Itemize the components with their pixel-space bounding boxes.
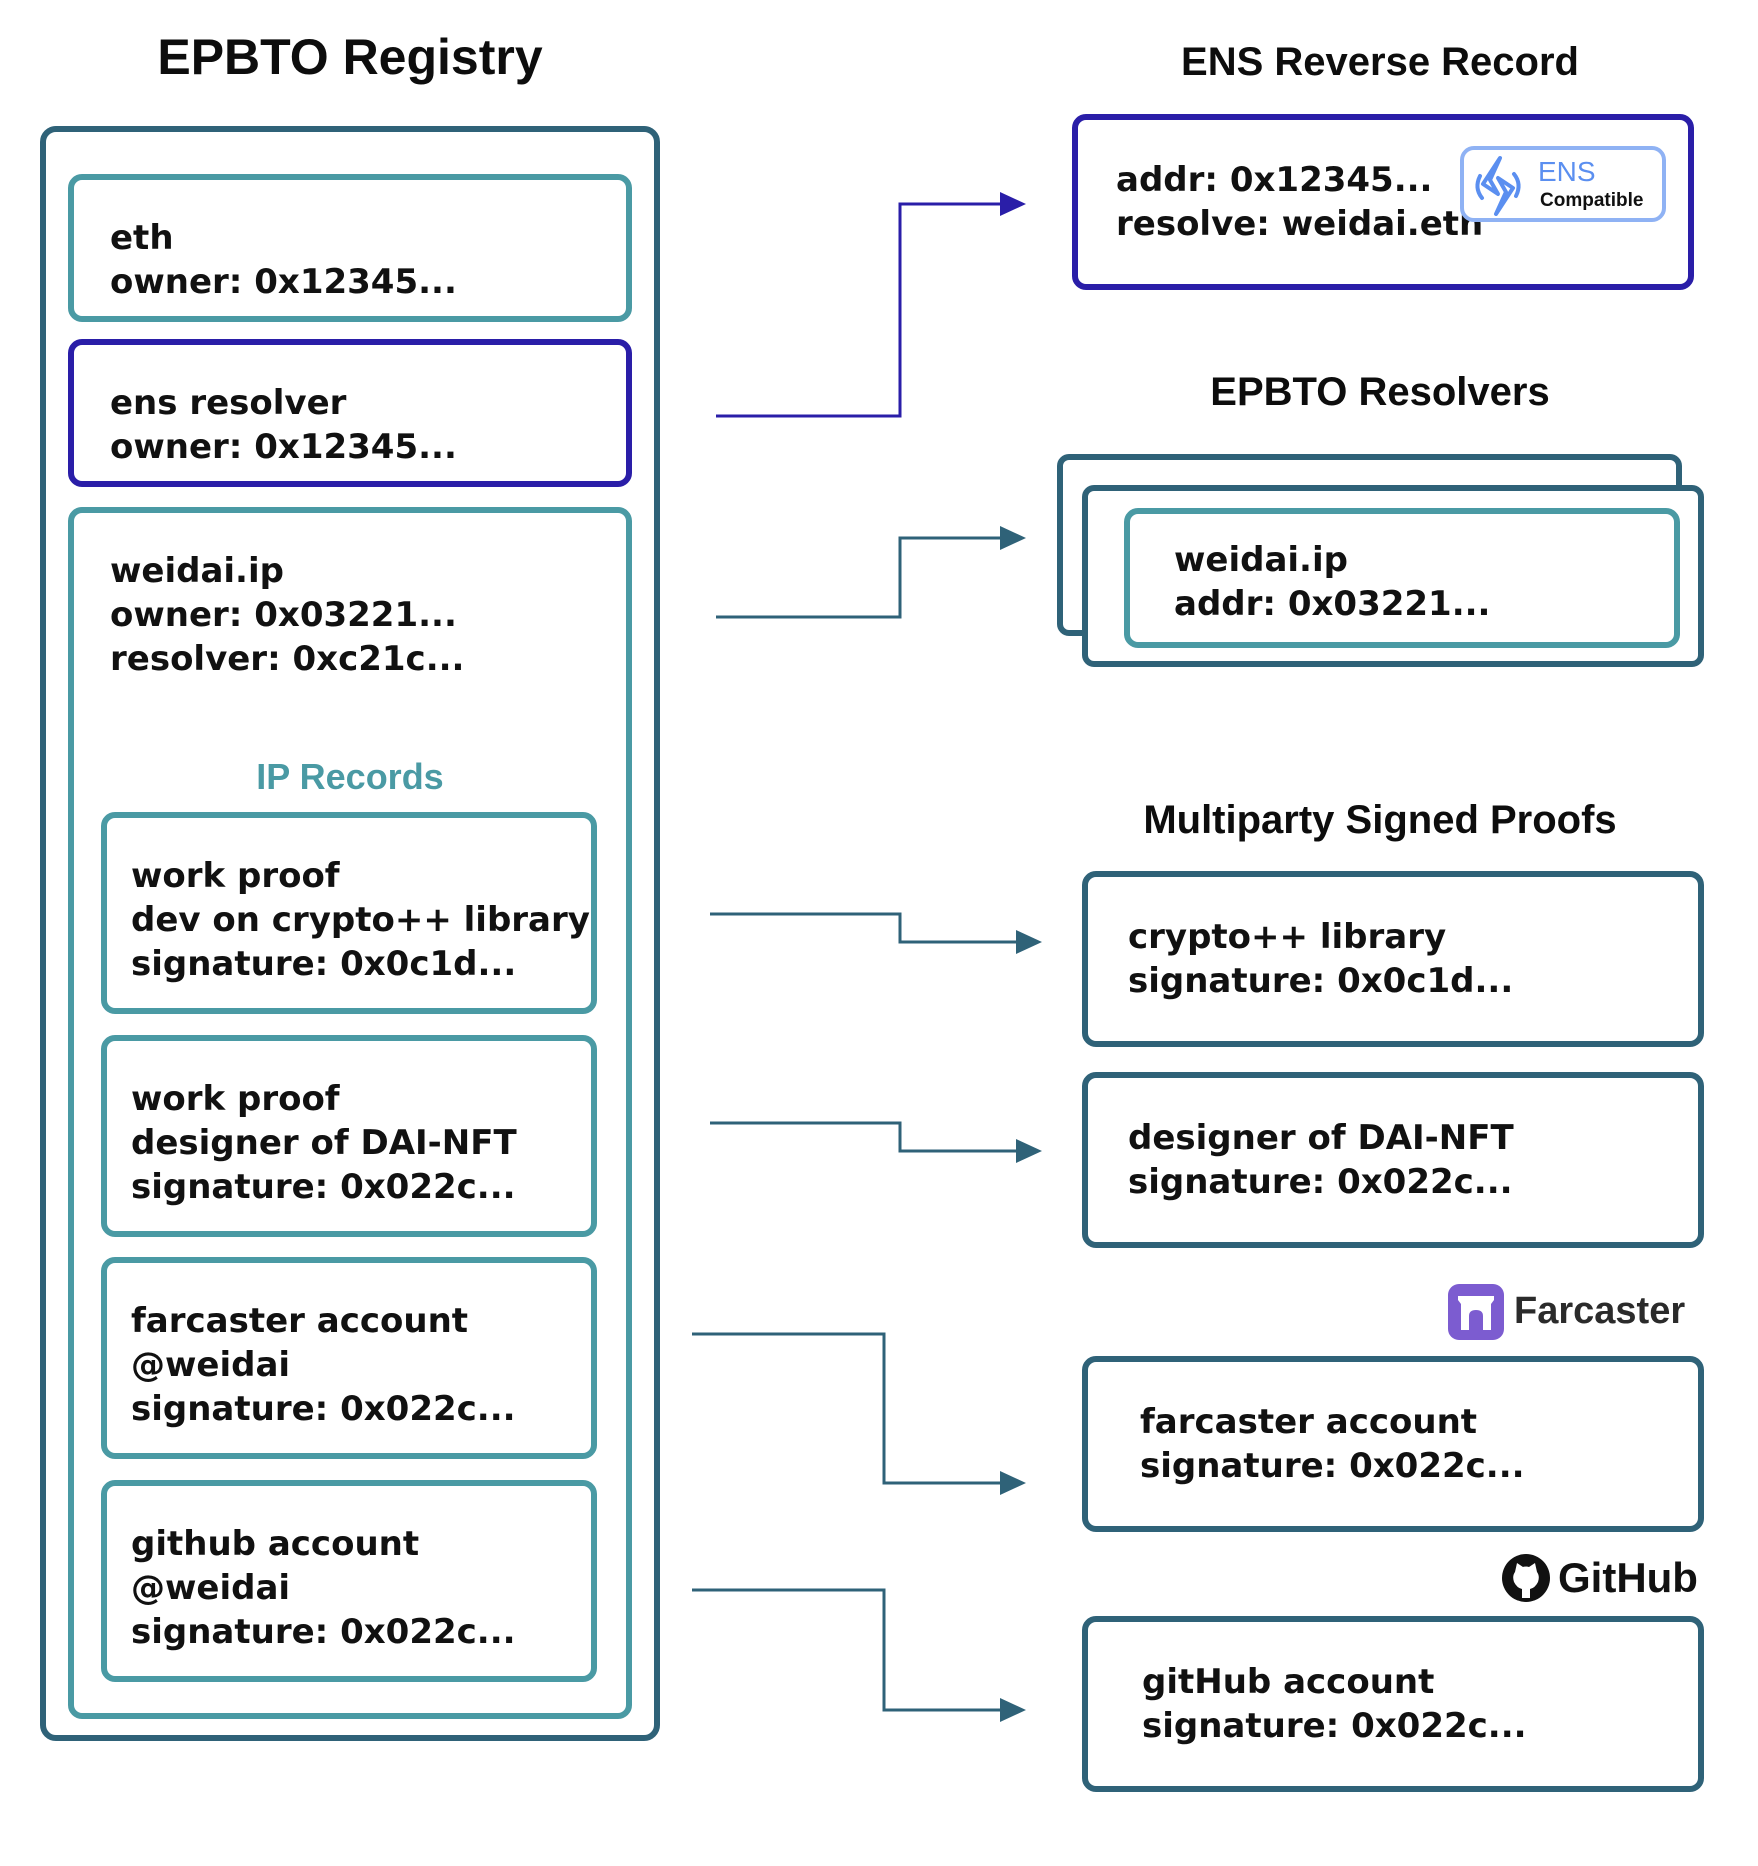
ens-badge-sub: Compatible	[1540, 190, 1644, 211]
arrow-dai-nft-proof	[710, 1121, 1034, 1153]
ip-record-github-account[interactable]: github account @weidai signature: 0x022c…	[101, 1480, 597, 1682]
resolver-weidai-ip[interactable]: weidai.ip addr: 0x03221...	[1124, 508, 1680, 648]
entry-owner: owner: 0x12345...	[110, 427, 457, 467]
farcaster-logo-icon	[1448, 1284, 1504, 1340]
proof-subject: crypto++ library	[1128, 917, 1447, 957]
entry-name: weidai.ip	[110, 551, 284, 591]
ip-record-work-proof-crypto[interactable]: work proof dev on crypto++ library signa…	[101, 812, 597, 1014]
github-brand-label: GitHub	[1558, 1554, 1698, 1601]
arrow-ens-resolver-to-reverse-record	[716, 202, 1018, 418]
arrowhead-crypto-proof	[1016, 930, 1042, 954]
proofs-title: Multiparty Signed Proofs	[1143, 798, 1617, 842]
registry-entry-ens-resolver[interactable]: ens resolver owner: 0x12345...	[68, 339, 632, 487]
arrowhead-dai-nft-proof	[1016, 1139, 1042, 1163]
ens-compatible-badge: ENS Compatible	[1460, 146, 1666, 222]
registry-title: EPBTO Registry	[157, 29, 543, 85]
proof-subject: farcaster account	[1140, 1402, 1478, 1442]
record-type: github account	[131, 1524, 420, 1564]
ens-resolve: resolve: weidai.eth	[1116, 204, 1484, 244]
arrow-github-proof	[692, 1588, 1018, 1712]
ens-addr: addr: 0x12345...	[1116, 160, 1433, 200]
registry-entry-eth[interactable]: eth owner: 0x12345...	[68, 174, 632, 322]
arrowhead-github-proof	[1000, 1698, 1026, 1722]
ip-record-farcaster-account[interactable]: farcaster account @weidai signature: 0x0…	[101, 1257, 597, 1459]
record-detail: @weidai	[131, 1568, 291, 1608]
record-signature: signature: 0x0c1d...	[131, 944, 517, 984]
record-signature: signature: 0x022c...	[131, 1167, 516, 1207]
proof-signature: signature: 0x022c...	[1142, 1706, 1527, 1746]
proof-dai-nft[interactable]: designer of DAI-NFT signature: 0x022c...	[1082, 1072, 1704, 1248]
arrow-crypto-proof	[710, 912, 1034, 944]
proof-github-account[interactable]: gitHub account signature: 0x022c...	[1082, 1616, 1704, 1792]
record-type: work proof	[131, 1079, 340, 1119]
entry-name: eth	[110, 218, 174, 258]
record-type: farcaster account	[131, 1301, 469, 1341]
arrow-weidai-ip-to-resolver	[716, 536, 1018, 619]
entry-resolver: resolver: 0xc21c...	[110, 639, 465, 679]
record-detail: @weidai	[131, 1345, 291, 1385]
ens-logo-icon	[1475, 156, 1521, 216]
record-signature: signature: 0x022c...	[131, 1389, 516, 1429]
proof-signature: signature: 0x0c1d...	[1128, 961, 1514, 1001]
ip-records-title: IP Records	[256, 756, 444, 797]
arrowhead-resolver	[1000, 526, 1026, 550]
farcaster-brand-label: Farcaster	[1514, 1290, 1686, 1332]
proof-signature: signature: 0x022c...	[1128, 1162, 1513, 1202]
proof-crypto-library[interactable]: crypto++ library signature: 0x0c1d...	[1082, 871, 1704, 1047]
proof-signature: signature: 0x022c...	[1140, 1446, 1525, 1486]
github-logo-icon	[1502, 1554, 1550, 1602]
farcaster-brand: Farcaster	[1448, 1284, 1698, 1342]
ip-record-work-proof-dai-nft[interactable]: work proof designer of DAI-NFT signature…	[101, 1035, 597, 1237]
record-signature: signature: 0x022c...	[131, 1612, 516, 1652]
ens-reverse-title: ENS Reverse Record	[1181, 40, 1579, 84]
proof-subject: designer of DAI-NFT	[1128, 1118, 1514, 1158]
arrow-farcaster-proof	[692, 1332, 1018, 1485]
github-brand: GitHub	[1500, 1550, 1710, 1610]
resolver-name: weidai.ip	[1174, 540, 1348, 580]
ens-badge-name: ENS	[1538, 156, 1596, 187]
proof-farcaster-account[interactable]: farcaster account signature: 0x022c...	[1082, 1356, 1704, 1532]
entry-owner: owner: 0x03221...	[110, 595, 457, 635]
arrowhead-ens-reverse	[1000, 192, 1026, 216]
record-detail: designer of DAI-NFT	[131, 1123, 517, 1163]
entry-name: ens resolver	[110, 383, 347, 423]
record-detail: dev on crypto++ library	[131, 900, 590, 940]
resolvers-title: EPBTO Resolvers	[1210, 370, 1550, 414]
resolver-addr: addr: 0x03221...	[1174, 584, 1491, 624]
entry-owner: owner: 0x12345...	[110, 262, 457, 302]
record-type: work proof	[131, 856, 340, 896]
proof-subject: gitHub account	[1142, 1662, 1435, 1702]
arrowhead-farcaster-proof	[1000, 1471, 1026, 1495]
